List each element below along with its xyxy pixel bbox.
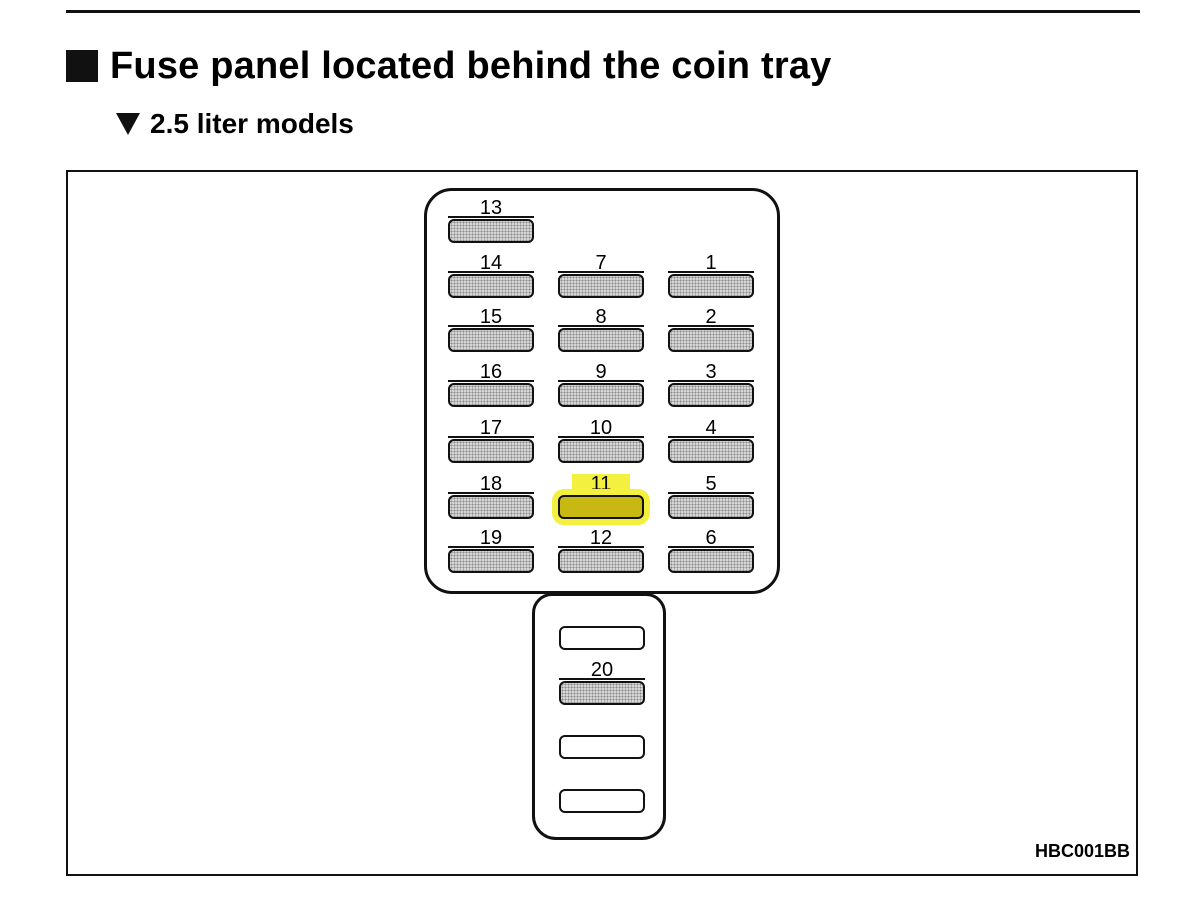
fuse-20 — [559, 681, 645, 705]
fuse-label-20: 20 — [559, 660, 645, 680]
fuse-10 — [558, 439, 644, 463]
fuse-13 — [448, 219, 534, 243]
fuse-slot-empty — [559, 735, 645, 759]
fuse-2 — [668, 328, 754, 352]
fuse-label-5: 5 — [668, 474, 754, 494]
fuse-label-9: 9 — [558, 362, 644, 382]
fuse-panel-lower — [532, 593, 666, 840]
fuse-12 — [558, 549, 644, 573]
fuse-9 — [558, 383, 644, 407]
diagram-frame — [66, 170, 1138, 876]
page-subtitle: 2.5 liter models — [150, 108, 354, 139]
fuse-17 — [448, 439, 534, 463]
fuse-14 — [448, 274, 534, 298]
page-title: Fuse panel located behind the coin tray — [110, 44, 832, 87]
fuse-label-17: 17 — [448, 418, 534, 438]
subtitle-row: 2.5 liter models — [116, 106, 354, 142]
fuse-label-11-highlighted: 11 — [572, 474, 630, 494]
fuse-3 — [668, 383, 754, 407]
fuse-slot-empty — [559, 626, 645, 650]
fuse-label-7: 7 — [558, 253, 644, 273]
fuse-label-6: 6 — [668, 528, 754, 548]
fuse-label-12: 12 — [558, 528, 644, 548]
fuse-label-10: 10 — [558, 418, 644, 438]
figure-code: HBC001BB — [1034, 841, 1130, 861]
fuse-6 — [668, 549, 754, 573]
fuse-label-13: 13 — [448, 198, 534, 218]
triangle-down-icon — [116, 113, 140, 135]
fuse-label-3: 3 — [668, 362, 754, 382]
fuse-16 — [448, 383, 534, 407]
fuse-label-1: 1 — [668, 253, 754, 273]
fuse-slot-empty — [559, 789, 645, 813]
fuse-label-2: 2 — [668, 307, 754, 327]
fuse-15 — [448, 328, 534, 352]
fuse-5 — [668, 495, 754, 519]
fuse-label-16: 16 — [448, 362, 534, 382]
fuse-7 — [558, 274, 644, 298]
fuse-19 — [448, 549, 534, 573]
fuse-label-19: 19 — [448, 528, 534, 548]
fuse-label-8: 8 — [558, 307, 644, 327]
fuse-label-15: 15 — [448, 307, 534, 327]
fuse-11-highlighted — [558, 495, 644, 519]
fuse-8 — [558, 328, 644, 352]
fuse-18 — [448, 495, 534, 519]
fuse-1 — [668, 274, 754, 298]
fuse-label-14: 14 — [448, 253, 534, 273]
fuse-label-4: 4 — [668, 418, 754, 438]
fuse-label-18: 18 — [448, 474, 534, 494]
fuse-4 — [668, 439, 754, 463]
square-bullet-icon — [66, 50, 98, 82]
title-row: Fuse panel located behind the coin tray — [66, 42, 832, 90]
top-rule — [66, 10, 1140, 13]
